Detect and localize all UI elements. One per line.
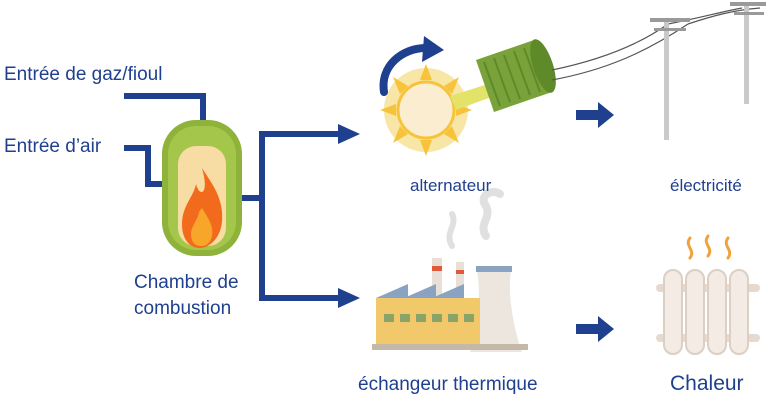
alternator-label: alternateur [410, 176, 492, 195]
air-pipe [124, 145, 166, 187]
sun-icon [380, 64, 472, 156]
pipe-to-exchanger [259, 198, 340, 301]
gas-pipe [124, 93, 206, 126]
heat-label: Chaleur [670, 372, 744, 395]
arrow-to-alternator [338, 124, 360, 144]
heat-exchanger-label: échangeur thermique [358, 374, 538, 395]
power-line-icon [551, 2, 766, 140]
combustion-chamber-label-line1: Chambre de [134, 272, 239, 293]
arrow-to-heat [576, 316, 614, 342]
pipes [124, 93, 340, 301]
rotation-arrow-icon [379, 44, 430, 96]
arrow-to-electricity [576, 102, 614, 128]
rotation-arrowhead [422, 36, 444, 62]
combustion-chamber-icon [162, 120, 242, 256]
air-inlet-label: Entrée d’air [4, 136, 102, 157]
radiator-icon [656, 234, 760, 355]
combustion-chamber-label: Chambre de combustion [134, 270, 274, 322]
alternator-icon [476, 39, 556, 112]
factory-icon [372, 187, 528, 352]
heat-wave-icon [686, 234, 732, 260]
flame-icon [182, 168, 223, 248]
arrow-to-exchanger [338, 288, 360, 308]
gas-inlet-label: Entrée de gaz/fioul [4, 64, 163, 85]
combustion-chamber-label-line2: combustion [134, 298, 232, 319]
pipe-to-alternator [237, 131, 340, 201]
electricity-label: électricité [670, 176, 742, 195]
shaft [450, 84, 494, 110]
